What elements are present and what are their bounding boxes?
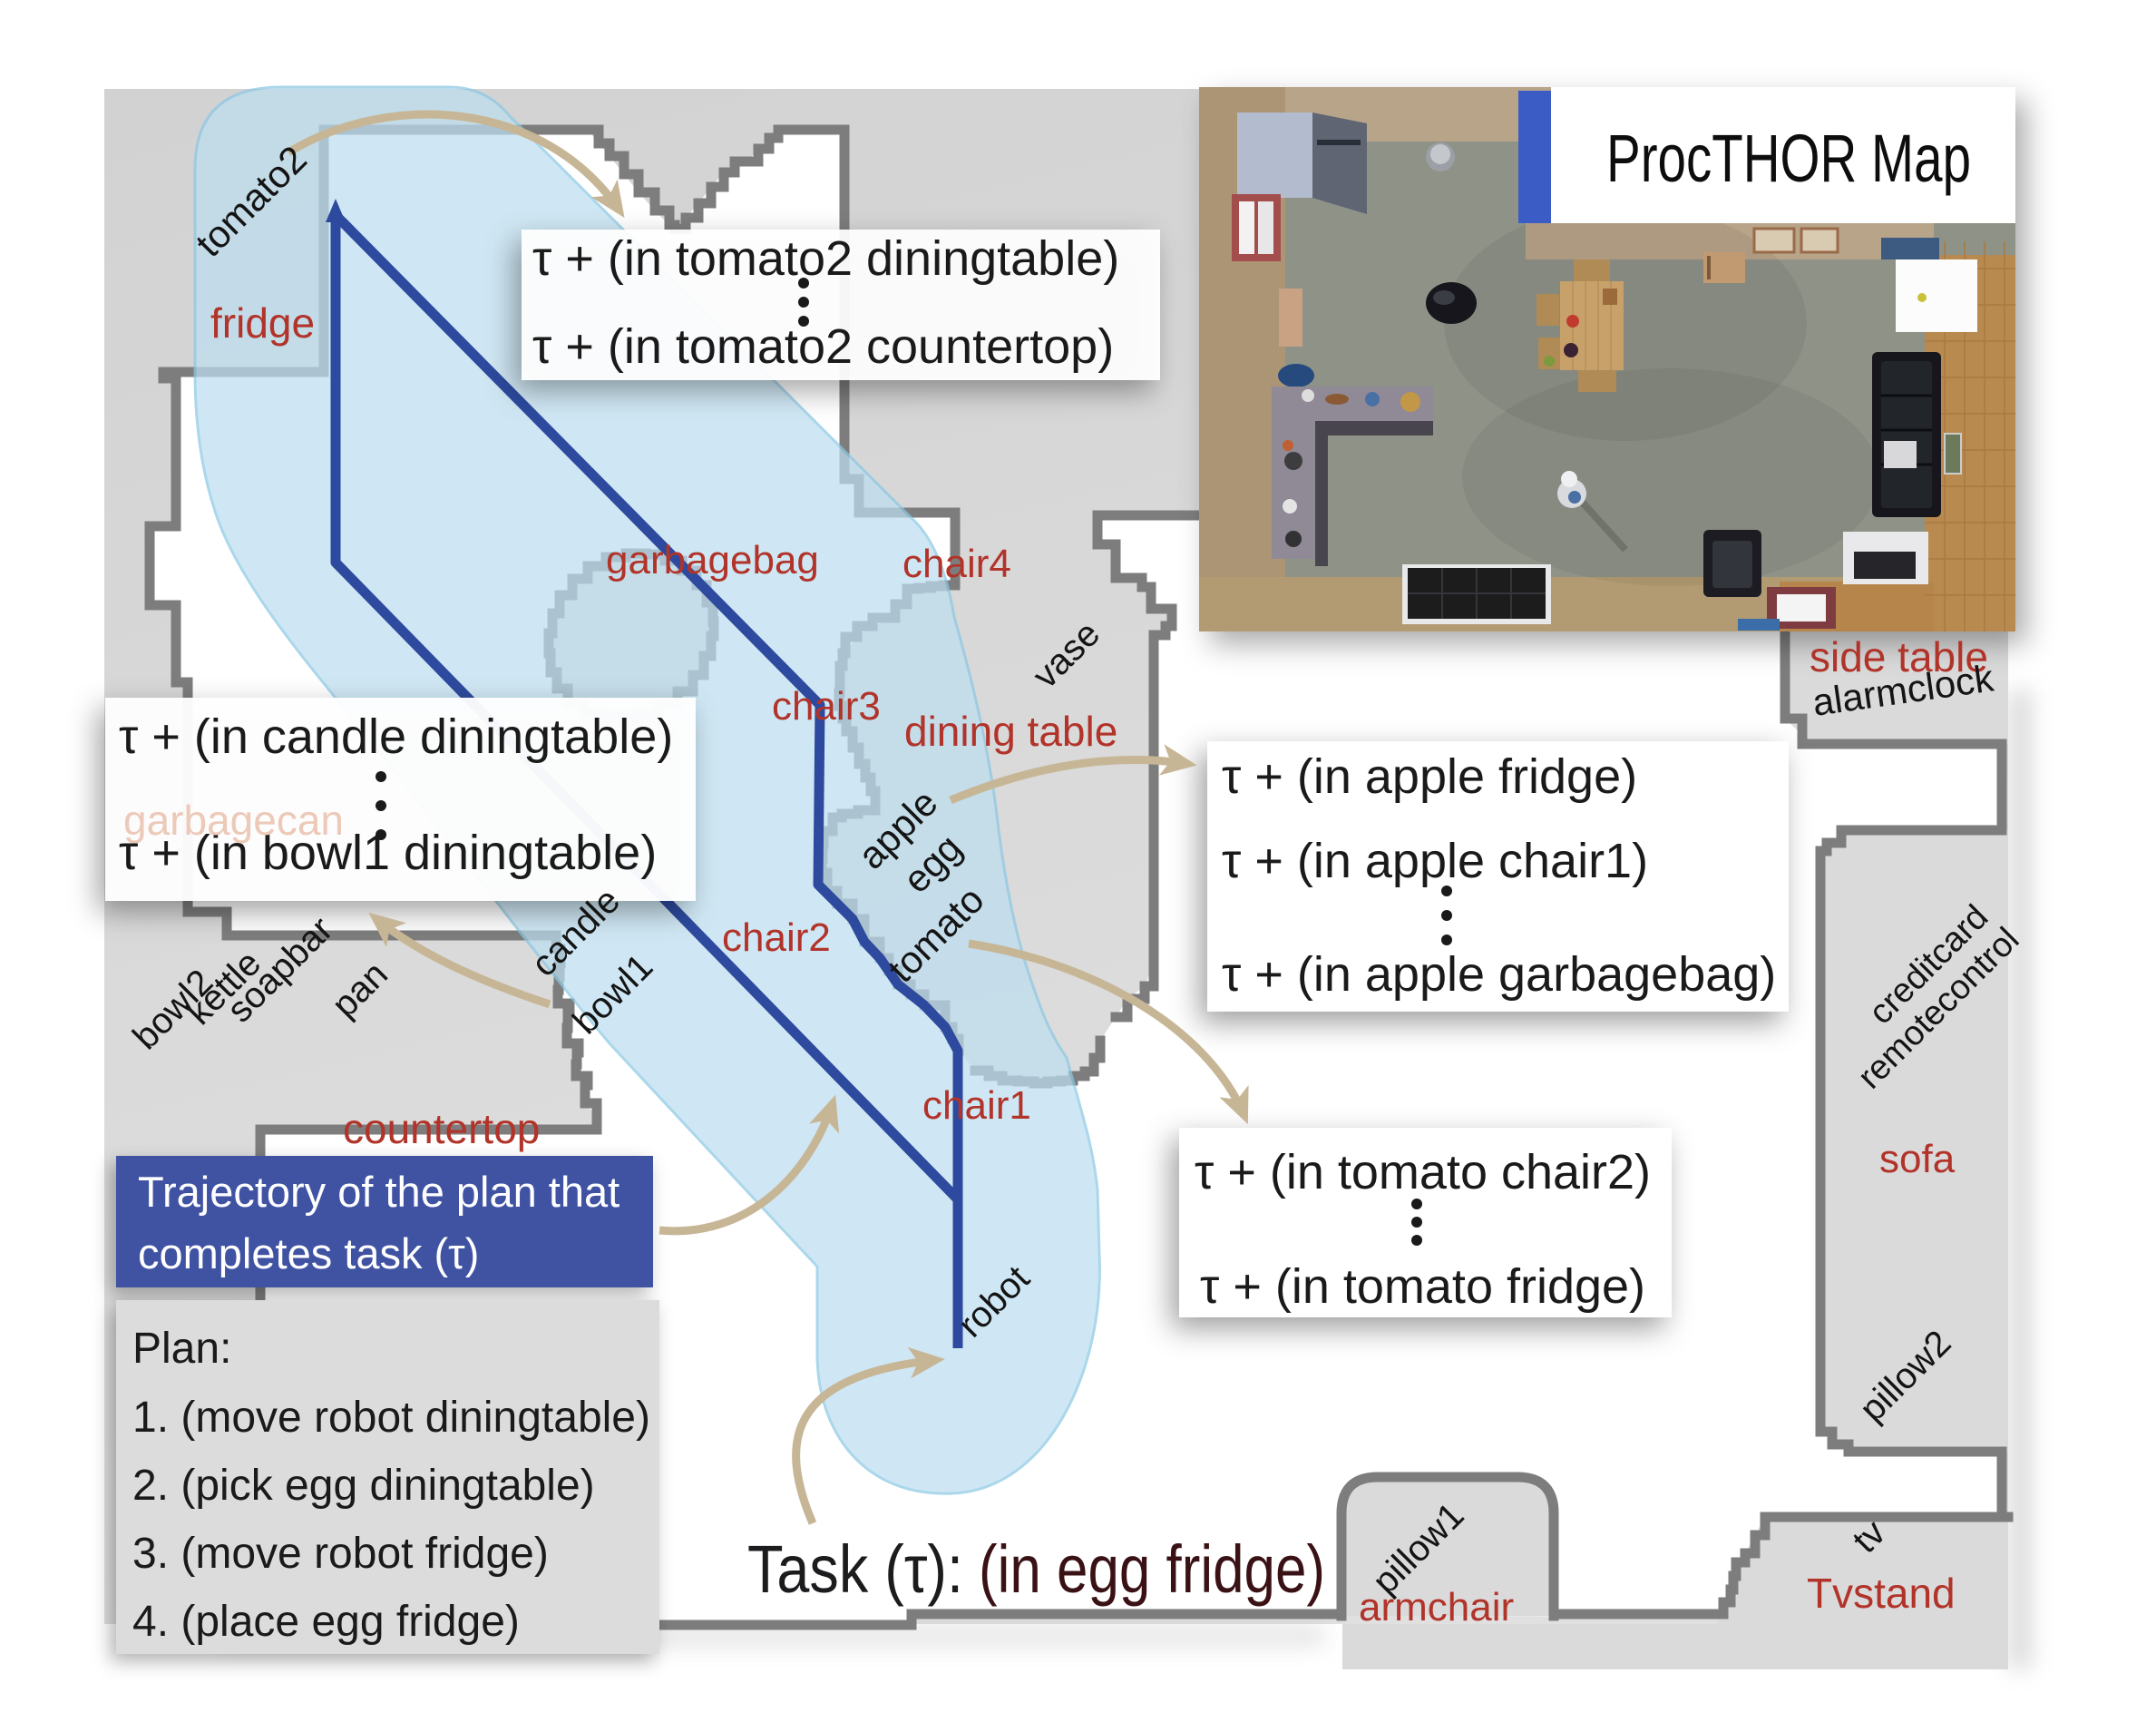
svg-text:Task (τ):: Task (τ):: [747, 1531, 963, 1607]
svg-text:armchair: armchair: [1359, 1585, 1514, 1629]
svg-text:garbagebag: garbagebag: [606, 538, 819, 582]
svg-text:sofa: sofa: [1879, 1137, 1956, 1181]
svg-text:garbagecan: garbagecan: [123, 797, 344, 844]
svg-text:τ + (in tomato2 countertop): τ + (in tomato2 countertop): [532, 319, 1114, 374]
svg-text:countertop: countertop: [343, 1105, 540, 1152]
svg-text:τ + (in candle diningtable): τ + (in candle diningtable): [119, 709, 673, 764]
svg-text:(in egg fridge): (in egg fridge): [979, 1531, 1325, 1607]
svg-text:dining table: dining table: [904, 708, 1117, 755]
svg-text:chair3: chair3: [772, 684, 881, 729]
svg-text:Trajectory of the plan that: Trajectory of the plan that: [138, 1168, 619, 1216]
svg-text:τ + (in apple fridge): τ + (in apple fridge): [1222, 749, 1637, 804]
svg-text:1. (move robot diningtable): 1. (move robot diningtable): [132, 1394, 650, 1442]
svg-text:τ + (in apple chair1): τ + (in apple chair1): [1222, 834, 1648, 888]
svg-text:τ + (in bowl1 diningtable): τ + (in bowl1 diningtable): [119, 826, 657, 880]
svg-text:chair2: chair2: [722, 915, 831, 960]
svg-text:fridge: fridge: [210, 299, 315, 347]
svg-text:τ + (in tomato chair2): τ + (in tomato chair2): [1195, 1145, 1651, 1199]
svg-text:ProcTHOR Map: ProcTHOR Map: [1606, 121, 1971, 196]
svg-text:chair1: chair1: [922, 1083, 1031, 1128]
svg-text:completes task (τ): completes task (τ): [138, 1229, 479, 1277]
svg-text:side table: side table: [1810, 633, 1988, 680]
svg-text:Tvstand: Tvstand: [1807, 1570, 1956, 1617]
svg-text:3. (move robot fridge): 3. (move robot fridge): [132, 1530, 549, 1578]
svg-text:chair4: chair4: [902, 542, 1011, 586]
svg-text:τ + (in apple garbagebag): τ + (in apple garbagebag): [1222, 947, 1776, 1002]
svg-text:τ + (in tomato fridge): τ + (in tomato fridge): [1200, 1259, 1645, 1314]
svg-text:Plan:: Plan:: [132, 1325, 231, 1373]
svg-text:τ + (in tomato2 diningtable): τ + (in tomato2 diningtable): [532, 231, 1119, 286]
svg-text:2. (pick egg diningtable): 2. (pick egg diningtable): [132, 1462, 595, 1510]
svg-text:4. (place egg fridge): 4. (place egg fridge): [132, 1598, 520, 1646]
